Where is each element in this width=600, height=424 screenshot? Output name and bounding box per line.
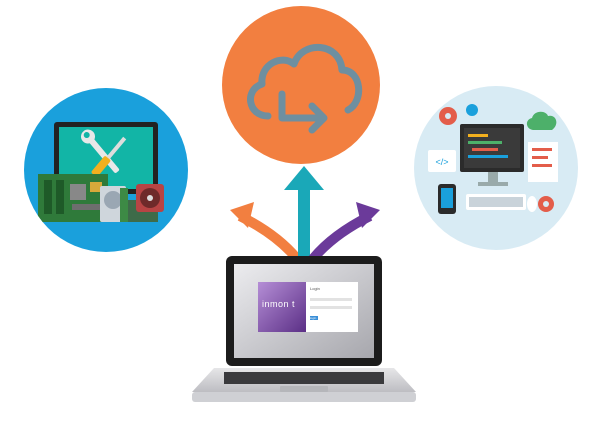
- username-field[interactable]: [310, 298, 352, 301]
- brand-suffix: t: [292, 299, 296, 309]
- cloud-sync-icon: [247, 44, 363, 134]
- web-development-circle: </>: [414, 86, 578, 250]
- login-title: Login: [310, 286, 320, 291]
- cloud-circle: [222, 6, 380, 164]
- hardware-repair-circle: [24, 88, 188, 252]
- login-brand-panel: [258, 282, 306, 332]
- arrows-graphic: [230, 166, 380, 264]
- svg-text:</>: </>: [435, 157, 448, 167]
- login-button[interactable]: [310, 316, 318, 320]
- login-button-label: login: [310, 316, 317, 320]
- hardware-repair-icon: [38, 122, 164, 222]
- laptop: [192, 256, 416, 402]
- password-field[interactable]: [310, 306, 352, 309]
- login-brand: inmon t: [262, 299, 295, 309]
- web-development-icon: </>: [428, 104, 558, 214]
- brand-text: inmon: [262, 299, 290, 309]
